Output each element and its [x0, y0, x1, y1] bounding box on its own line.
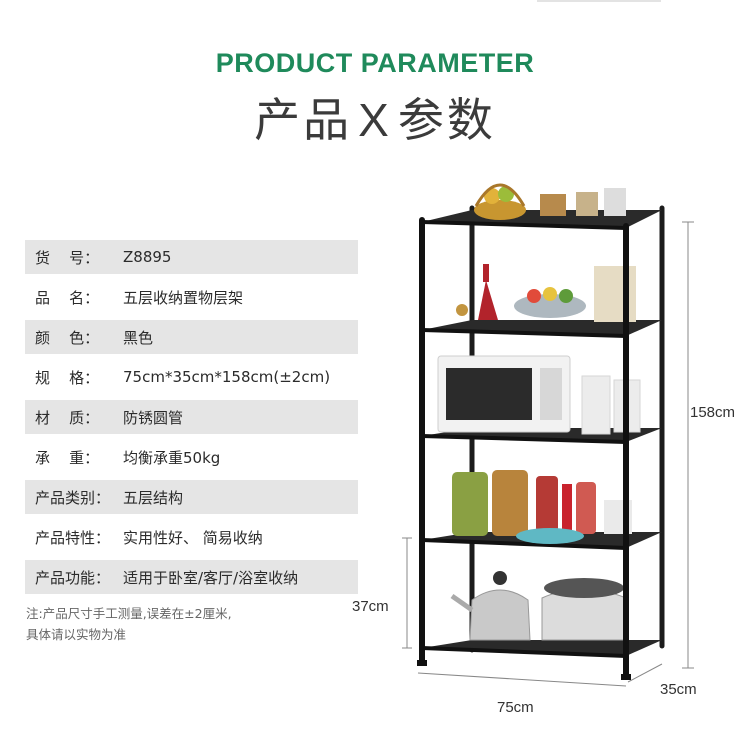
kettle-lid-knob — [493, 571, 507, 585]
title-english: PRODUCT PARAMETER — [215, 48, 535, 78]
microwave-panel — [540, 368, 562, 420]
fruit-bowl — [559, 289, 573, 303]
shelf-tier — [421, 320, 662, 338]
param-label: 材 质： — [35, 408, 100, 427]
param-row: 承 重： 均衡承重50kg — [25, 440, 358, 474]
param-value: 75cm*35cm*158cm(±2cm) — [123, 368, 331, 386]
wine-decanter — [478, 280, 498, 320]
note-line-2: 具体请以实物为准 — [26, 627, 127, 642]
title-cn-left: 产品 — [254, 93, 353, 147]
note-line-1: 注:产品尺寸手工测量,误差在±2厘米, — [26, 606, 232, 621]
fruit-bowl — [527, 289, 541, 303]
param-value: 均衡承重50kg — [123, 448, 221, 467]
width-dimension-label: 75cm — [497, 699, 534, 716]
param-row: 颜 色： 黑色 — [25, 320, 358, 354]
fruit-bowl — [543, 287, 557, 301]
food-package — [594, 266, 636, 322]
param-row: 产品类别： 五层结构 — [25, 480, 358, 514]
shelf-tier — [421, 640, 662, 658]
title-cn-right: 参数 — [397, 93, 496, 147]
shelf-gap-dimension-label: 37cm — [352, 598, 389, 615]
param-row: 产品特性： 实用性好、 简易收纳 — [25, 520, 358, 554]
wine-decanter — [483, 264, 489, 282]
param-label: 货 号： — [35, 248, 100, 267]
param-row: 材 质： 防锈圆管 — [25, 400, 358, 434]
param-value: 适用于卧室/客厅/浴室收纳 — [123, 568, 299, 587]
param-label: 颜 色： — [35, 328, 100, 347]
param-label: 产品功能： — [35, 568, 111, 587]
pot-lid — [544, 578, 624, 598]
paper-towel-roll — [581, 375, 611, 435]
param-row: 规 格： 75cm*35cm*158cm(±2cm) — [25, 360, 358, 394]
param-value: 防锈圆管 — [123, 408, 184, 427]
fruit-basket — [474, 183, 526, 220]
microwave-door — [446, 368, 532, 420]
plates — [516, 528, 584, 544]
param-value: 黑色 — [123, 328, 154, 347]
shelf-product-image — [402, 183, 694, 687]
top-divider-line — [537, 0, 661, 2]
kettle-spout — [450, 593, 474, 613]
condiment-bottle — [536, 476, 558, 532]
glass-jar — [492, 470, 528, 536]
param-value: Z8895 — [123, 248, 172, 266]
measurement-note: 注:产品尺寸手工测量,误差在±2厘米, 具体请以实物为准 — [26, 603, 232, 645]
condiment-bottle — [576, 482, 596, 534]
param-row: 品 名： 五层收纳置物层架 — [25, 280, 358, 314]
dimension-guides — [402, 221, 694, 687]
param-label: 产品类别： — [35, 488, 111, 507]
height-dimension-label: 158cm — [690, 404, 736, 421]
param-row: 货 号： Z8895 — [25, 240, 358, 274]
kettle — [469, 589, 531, 641]
spice-jars — [540, 194, 566, 216]
param-value: 实用性好、 简易收纳 — [123, 528, 263, 547]
parameter-table: 货 号： Z8895 品 名： 五层收纳置物层架 颜 色： 黑色 规 格： 75… — [25, 240, 358, 600]
leveling-foot — [621, 674, 631, 680]
param-label: 品 名： — [35, 288, 100, 307]
param-row: 产品功能： 适用于卧室/客厅/浴室收纳 — [25, 560, 358, 594]
shelf-front-posts — [419, 217, 629, 679]
param-label: 产品特性： — [35, 528, 111, 547]
depth-dimension-label: 35cm — [660, 681, 697, 698]
wine-glass — [456, 304, 468, 316]
title-cn-separator: X — [358, 94, 392, 146]
param-label: 规 格： — [35, 368, 100, 387]
teapot — [604, 188, 626, 216]
condiment-bottle — [562, 484, 572, 532]
param-value: 五层结构 — [123, 488, 184, 507]
param-label: 承 重： — [35, 448, 100, 467]
glass-jar — [452, 472, 488, 536]
leveling-foot — [417, 660, 427, 666]
spice-jars — [576, 192, 598, 216]
param-value: 五层收纳置物层架 — [123, 288, 244, 307]
